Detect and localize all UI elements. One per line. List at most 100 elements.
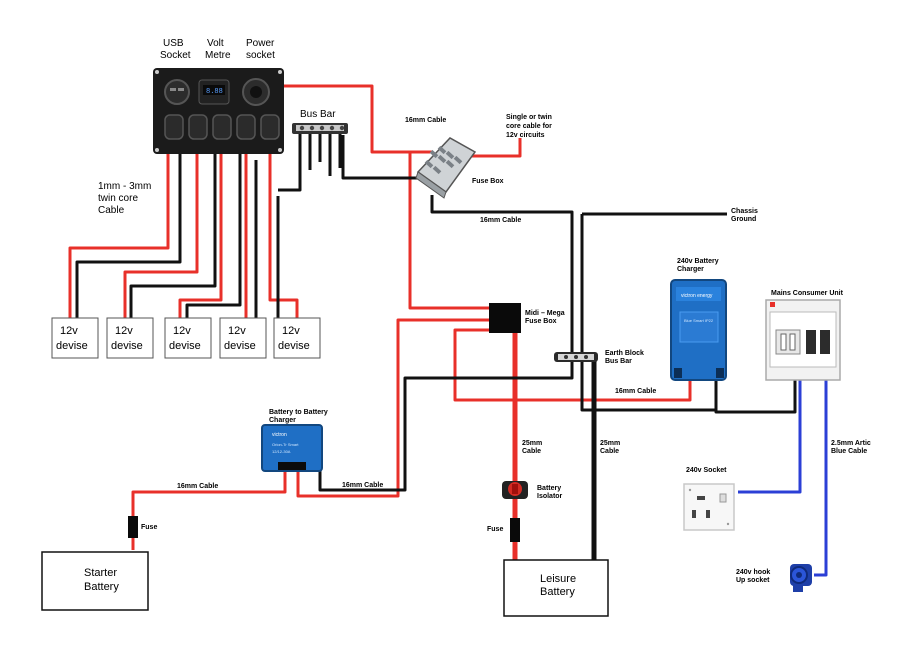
usb-socket-label-1: USB [163,38,184,49]
starter-battery-label-1: Starter [84,567,117,579]
leisure-battery-label-2: Battery [540,586,575,598]
midi-fuse-box [489,303,521,333]
svg-text:Orion-Tr Smart: Orion-Tr Smart [272,442,299,447]
battery-to-battery-charger: victron Orion-Tr Smart 12/12-30A [261,424,323,472]
svg-text:Blue Smart IP22: Blue Smart IP22 [684,318,714,323]
chassis-label-1: Chassis [731,208,758,215]
battery-isolator-label-2: Isolator [537,493,563,500]
arctic-cable-label-2: Blue Cable [831,448,867,455]
power-socket-label-2: socket [246,50,275,61]
power-socket-label-1: Power [246,38,275,49]
device-box-2 [106,317,154,359]
fuse-box-icon [415,137,477,199]
twin-core-label-3: Cable [98,205,125,216]
cable-16mm-mid-label: 16mm Cable [480,217,521,224]
midi-fuse-label-2: Fuse Box [525,318,557,325]
b2b-label-1: Battery to Battery [269,409,328,416]
cable-25mm-a-label-1: 25mm [522,440,542,447]
battery-charger-240v: victron energy Blue Smart IP22 [670,279,727,381]
wire-device5-pos [268,148,299,318]
cable-16mm-top-label: 16mm Cable [405,117,446,124]
earth-block-label-1: Earth Block [605,350,644,357]
chassis-label-2: Ground [731,216,756,223]
wire-panel-to-fusebox [280,84,432,154]
usb-socket-icon [164,79,190,105]
hookup-socket-icon [790,564,812,592]
volt-metre-label-2: Metre [205,50,231,61]
cable-16mm-left-label: 16mm Cable [177,483,218,490]
device-box-1 [51,317,99,359]
device-2-line2: devise [111,340,143,352]
device-3-line1: 12v [173,325,191,337]
device-5-line2: devise [278,340,310,352]
wire-fusebox-to-midi [408,150,492,310]
leisure-battery [503,559,609,617]
device-5-line1: 12v [282,325,300,337]
device-3-line2: devise [169,340,201,352]
ac-wires [738,378,828,577]
wire-midi-to-b2b [296,318,492,498]
wire-device2-pos [123,148,199,318]
cable-25mm-a-label-2: Cable [522,448,541,455]
svg-text:12/12-30A: 12/12-30A [272,449,291,454]
wire-busbar-to-fusebox [341,135,420,180]
volt-metre-label-1: Volt [207,38,224,49]
device-labels: 12v devise 12v devise 12v devise 12v dev… [56,325,310,352]
starter-battery-label-2: Battery [84,581,119,593]
usb-socket-label-2: Socket [160,50,191,61]
device-4-line2: devise [224,340,256,352]
cable-25mm-b-label-1: 25mm [600,440,620,447]
battery-isolator-label-1: Battery [537,485,561,492]
charger-240v-label-1: 240v Battery [677,258,719,265]
wire-fusebox-to-circuits [462,138,522,158]
wire-b2b-to-starter [131,470,287,550]
b2b-label-2: Charger [269,417,296,424]
wire-device1-pos [68,148,170,318]
socket-240v-label: 240v Socket [686,467,727,474]
wire-device3-pos [178,148,223,318]
device-box-3 [164,317,212,359]
svg-text:victron energy: victron energy [681,293,713,299]
hookup-label-1: 240v hook [736,569,770,576]
cable-16mm-b2b-label: 16mm Cable [342,482,383,489]
device-boxes [51,317,321,359]
fuse-box-label: Fuse Box [472,178,504,185]
device-box-5 [273,317,321,359]
wire-mains-to-socket [738,378,802,494]
socket-240v-icon [683,483,735,531]
fuse-left-holder [128,516,138,538]
fuse-mid-label: Fuse [487,526,503,533]
starter-battery [41,551,149,611]
fuse-mid-holder [510,518,520,542]
hookup-label-2: Up socket [736,577,770,584]
midi-fuse-label-1: Midi – Mega [525,310,565,317]
switch-panel: 8.88 [153,68,284,154]
cable-25mm-b-label-2: Cable [600,448,619,455]
device-box-4 [219,317,267,359]
bus-bar-label: Bus Bar [300,109,336,120]
wire-fusebox-neg [318,195,574,492]
cable-16mm-right-label: 16mm Cable [615,388,656,395]
single-twin-label-3: 12v circuits [506,132,545,139]
svg-text:8.88: 8.88 [206,88,223,96]
bus-bar [292,123,348,134]
earth-block-bus-bar [554,352,598,362]
battery-isolator-icon [502,481,528,499]
twin-core-label-2: twin core [98,193,138,204]
single-twin-label-1: Single or twin [506,114,552,121]
wire-mains-to-hookup [814,378,828,577]
wire-device3-neg [185,152,242,318]
svg-text:victron: victron [272,432,287,438]
annotations: USB Socket Volt Metre Power socket Bus B… [98,38,871,584]
twin-core-label-1: 1mm - 3mm [98,181,151,192]
arctic-cable-label-1: 2.5mm Artic [831,440,871,447]
leisure-battery-label-1: Leisure [540,573,576,585]
earth-block-label-2: Bus Bar [605,358,632,365]
power-socket-icon [242,78,270,106]
wires [68,84,828,577]
negative-wires [75,130,797,560]
wire-busbar-drops [278,130,342,192]
charger-240v-label-2: Charger [677,266,704,273]
